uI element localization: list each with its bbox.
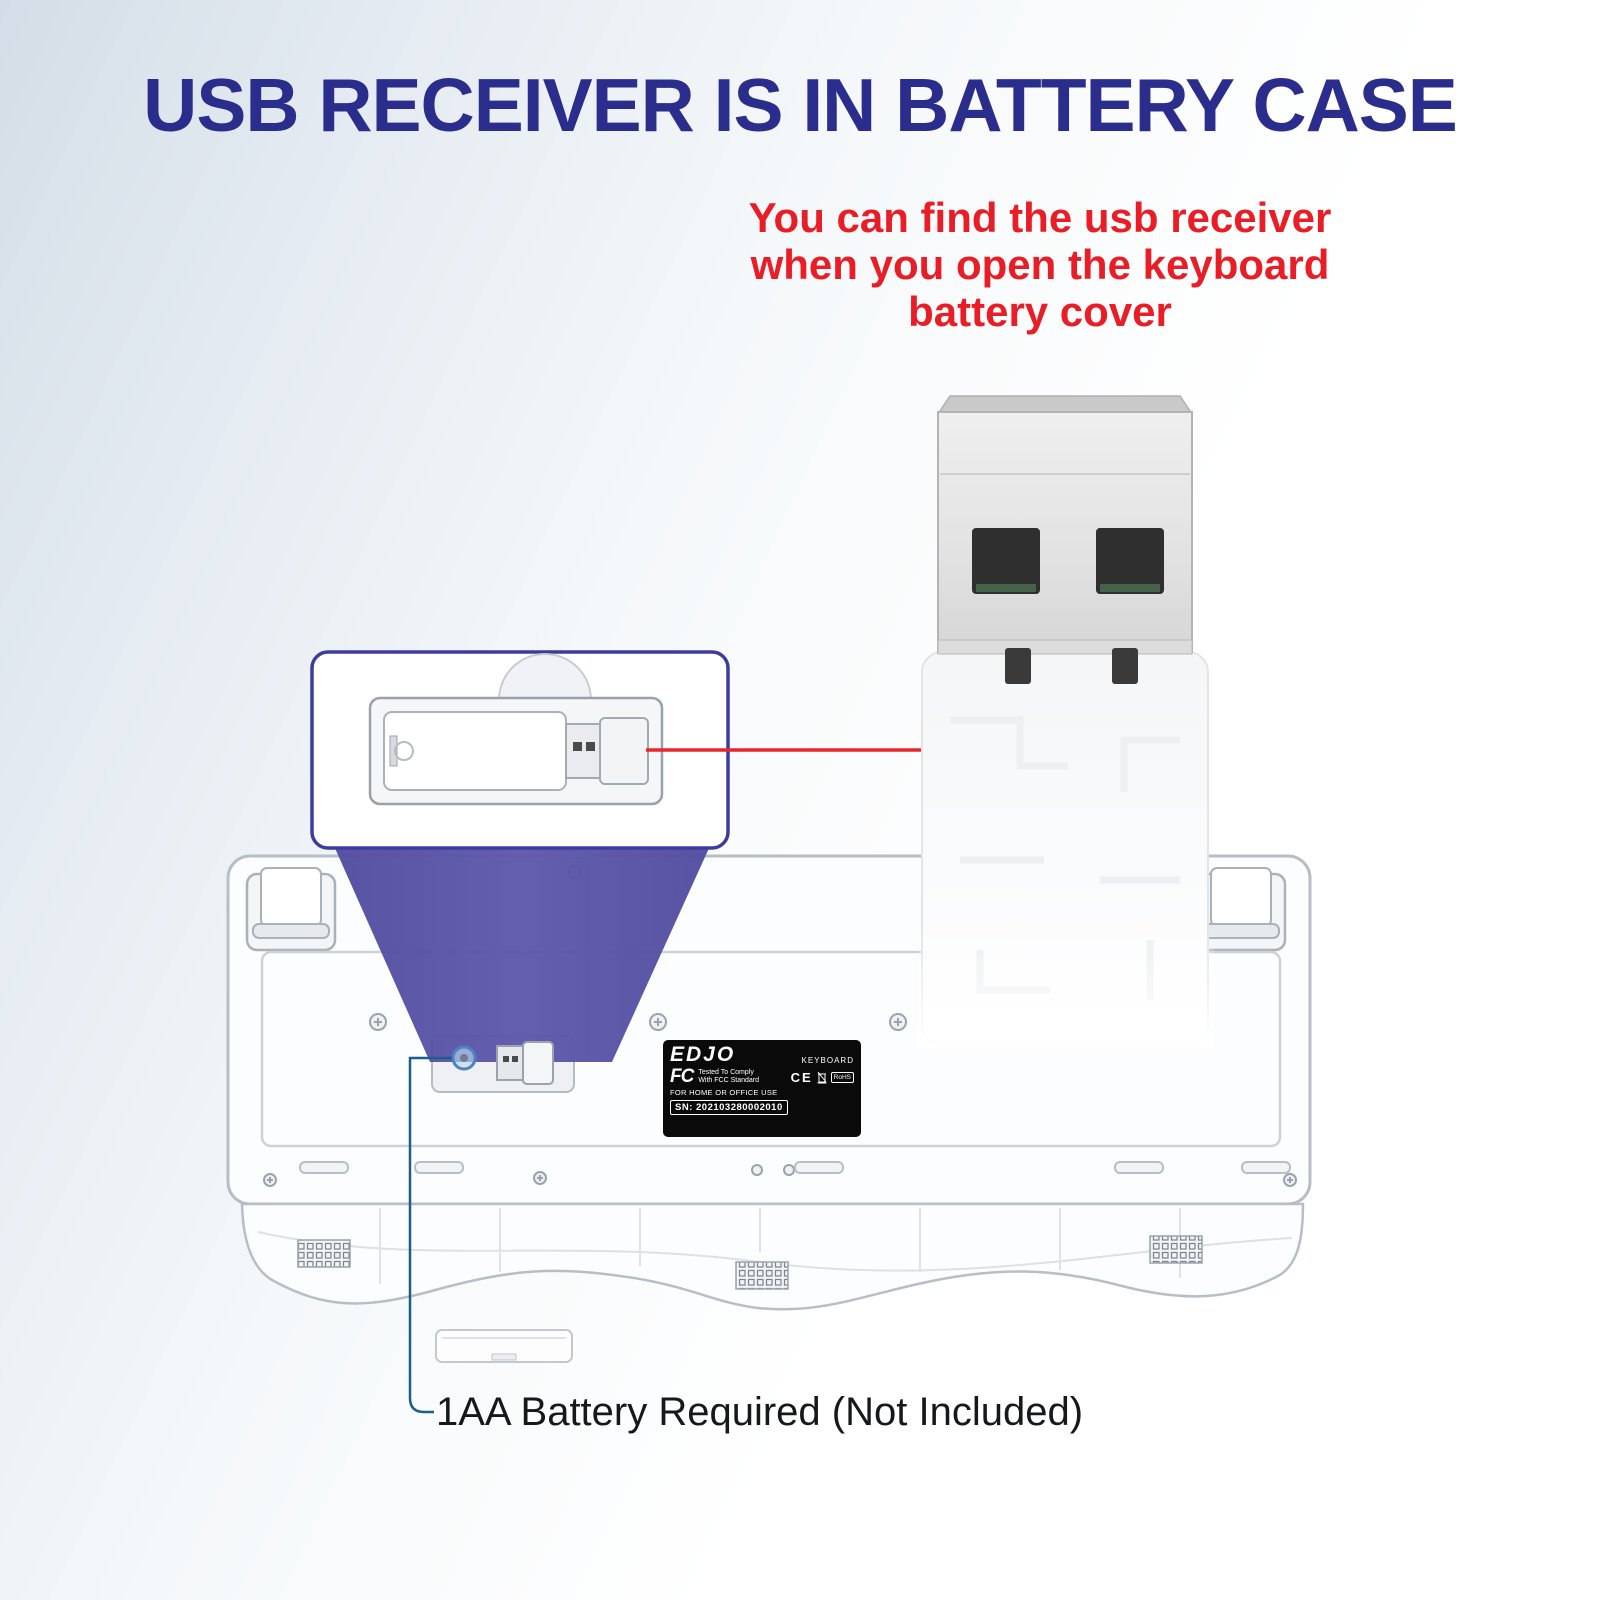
- screw-icon: [369, 1013, 387, 1031]
- rohs-mark: RoHS: [830, 1071, 854, 1083]
- palm-rest: [240, 1202, 1305, 1311]
- usb-receiver-inset: [565, 717, 649, 785]
- vent-grille: [735, 1261, 789, 1290]
- fcc-line-2: With FCC Standard: [698, 1077, 760, 1084]
- magnifier-inset: [310, 650, 730, 850]
- battery-slot: [383, 711, 567, 791]
- product-name: KEYBOARD: [801, 1056, 854, 1065]
- usage-line: FOR HOME OR OFFICE USE: [670, 1088, 778, 1097]
- battery-spring: [394, 741, 414, 761]
- note-line-3: battery cover: [908, 288, 1172, 335]
- note-line-2: when you open the keyboard: [750, 241, 1330, 288]
- fcc-mark-icon: FC: [670, 1066, 694, 1087]
- description-note: You can find the usb receiver when you o…: [700, 194, 1380, 335]
- pin-hole: [783, 1164, 795, 1176]
- battery-highlight-dot: [460, 1054, 468, 1062]
- product-label: EDJO KEYBOARD FC Tested To Comply With F…: [663, 1040, 861, 1137]
- screw-icon: [1283, 1173, 1297, 1187]
- screw-icon: [263, 1173, 277, 1187]
- magnifier-beam: [334, 846, 710, 1062]
- keyboard-battery-spot: [451, 1041, 554, 1085]
- screw-icon: [889, 1013, 907, 1031]
- battery-required-note: 1AA Battery Required (Not Included): [436, 1390, 1084, 1434]
- usb-latch-slot: [1005, 648, 1031, 684]
- usb-plug-lip: [937, 639, 1193, 655]
- vent-slots: [299, 1161, 1291, 1174]
- usb-receiver-on-keyboard: [496, 1041, 554, 1085]
- battery-annotation-line: [408, 1056, 452, 1414]
- brand-logo: EDJO: [670, 1043, 736, 1066]
- receiver-body-fade: [918, 930, 1214, 1048]
- screw-icon: [533, 1171, 547, 1185]
- pin-hole: [751, 1164, 763, 1176]
- usb-plug-windows: [972, 528, 1164, 594]
- headline: USB RECEIVER IS IN BATTERY CASE: [143, 63, 1458, 147]
- screw-icon: [649, 1013, 667, 1031]
- certification-marks: CE RoHS: [791, 1070, 854, 1085]
- note-line-1: You can find the usb receiver: [748, 194, 1332, 241]
- battery-contact: [389, 735, 398, 767]
- ce-mark-icon: CE: [790, 1069, 813, 1085]
- fcc-compliance-text: Tested To Comply With FCC Standard: [698, 1069, 759, 1086]
- fcc-line-1: Tested To Comply: [698, 1068, 754, 1076]
- vent-grille: [1149, 1235, 1203, 1264]
- keyboard-foot-left: [245, 867, 337, 952]
- weee-bin-icon: [817, 1071, 827, 1083]
- usb-latch-slot: [1112, 648, 1138, 684]
- battery-cover-part: [435, 1329, 573, 1363]
- serial-number: SN: 202103280002010: [670, 1100, 788, 1115]
- vent-grille: [297, 1239, 351, 1268]
- keyboard-inner-panel: [260, 950, 1282, 1148]
- usb-receiver-photo: [918, 395, 1214, 1048]
